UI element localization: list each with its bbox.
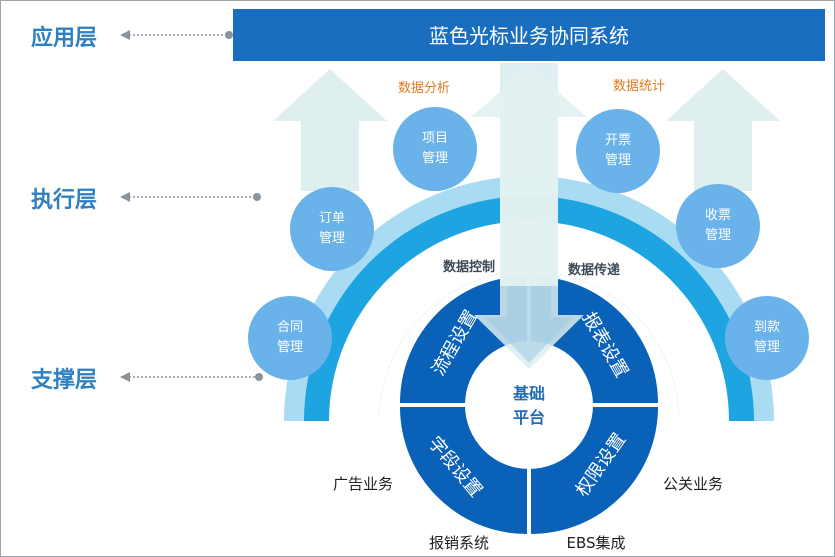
core-label-line1: 基础 [512,384,545,403]
flow-label-analysis: 数据分析 [398,81,450,96]
layer-label-application: 应用层 [31,25,97,51]
up-arrow-right [666,69,780,191]
external-pr: 公关业务 [663,475,723,493]
module-receipt-line1: 收票 [705,208,731,223]
external-advertising: 广告业务 [333,475,393,493]
external-reimbursement: 报销系统 [429,534,489,552]
flow-label-statistics: 数据统计 [613,79,665,94]
module-payment-line2: 管理 [754,340,780,355]
leader-arrow-execution [120,192,261,202]
module-invoice-line2: 管理 [605,153,631,168]
ring-label-control: 数据控制 [443,259,495,275]
core-label-line2: 平台 [513,408,545,427]
module-project-line2: 管理 [422,151,448,166]
system-title: 蓝色光标业务协同系统 [429,24,629,48]
module-payment-line1: 到款 [754,320,780,335]
layer-label-support: 支撑层 [31,368,97,393]
core-platform[interactable] [465,341,593,469]
center-down-arrow-shadow [485,286,573,363]
center-up-arrow [471,67,587,286]
ring-label-transfer: 数据传递 [568,262,620,278]
module-contract-line2: 管理 [277,340,303,355]
module-receipt[interactable]: 收票 管理 [676,184,760,268]
up-arrow-left [273,69,387,191]
ring-inner-gap [329,221,729,421]
module-project-line1: 项目 [422,131,448,146]
module-invoice-line1: 开票 [605,133,631,148]
external-ebs: EBS集成 [566,534,625,552]
module-order-line2: 管理 [319,231,345,246]
module-invoice[interactable]: 开票 管理 [576,109,660,193]
title-bar [233,9,825,61]
leader-arrow-application [120,30,233,40]
leader-arrow-support [120,372,263,382]
module-contract-line1: 合同 [277,320,303,335]
module-receipt-line2: 管理 [705,228,731,243]
layer-label-execution: 执行层 [31,187,97,213]
module-payment[interactable]: 到款 管理 [725,296,809,380]
module-project[interactable]: 项目 管理 [393,107,477,191]
main-ring [304,196,754,421]
module-contract[interactable]: 合同 管理 [248,296,332,380]
module-order[interactable]: 订单 管理 [290,187,374,271]
module-order-line1: 订单 [319,211,345,226]
settings-disc [400,276,658,534]
